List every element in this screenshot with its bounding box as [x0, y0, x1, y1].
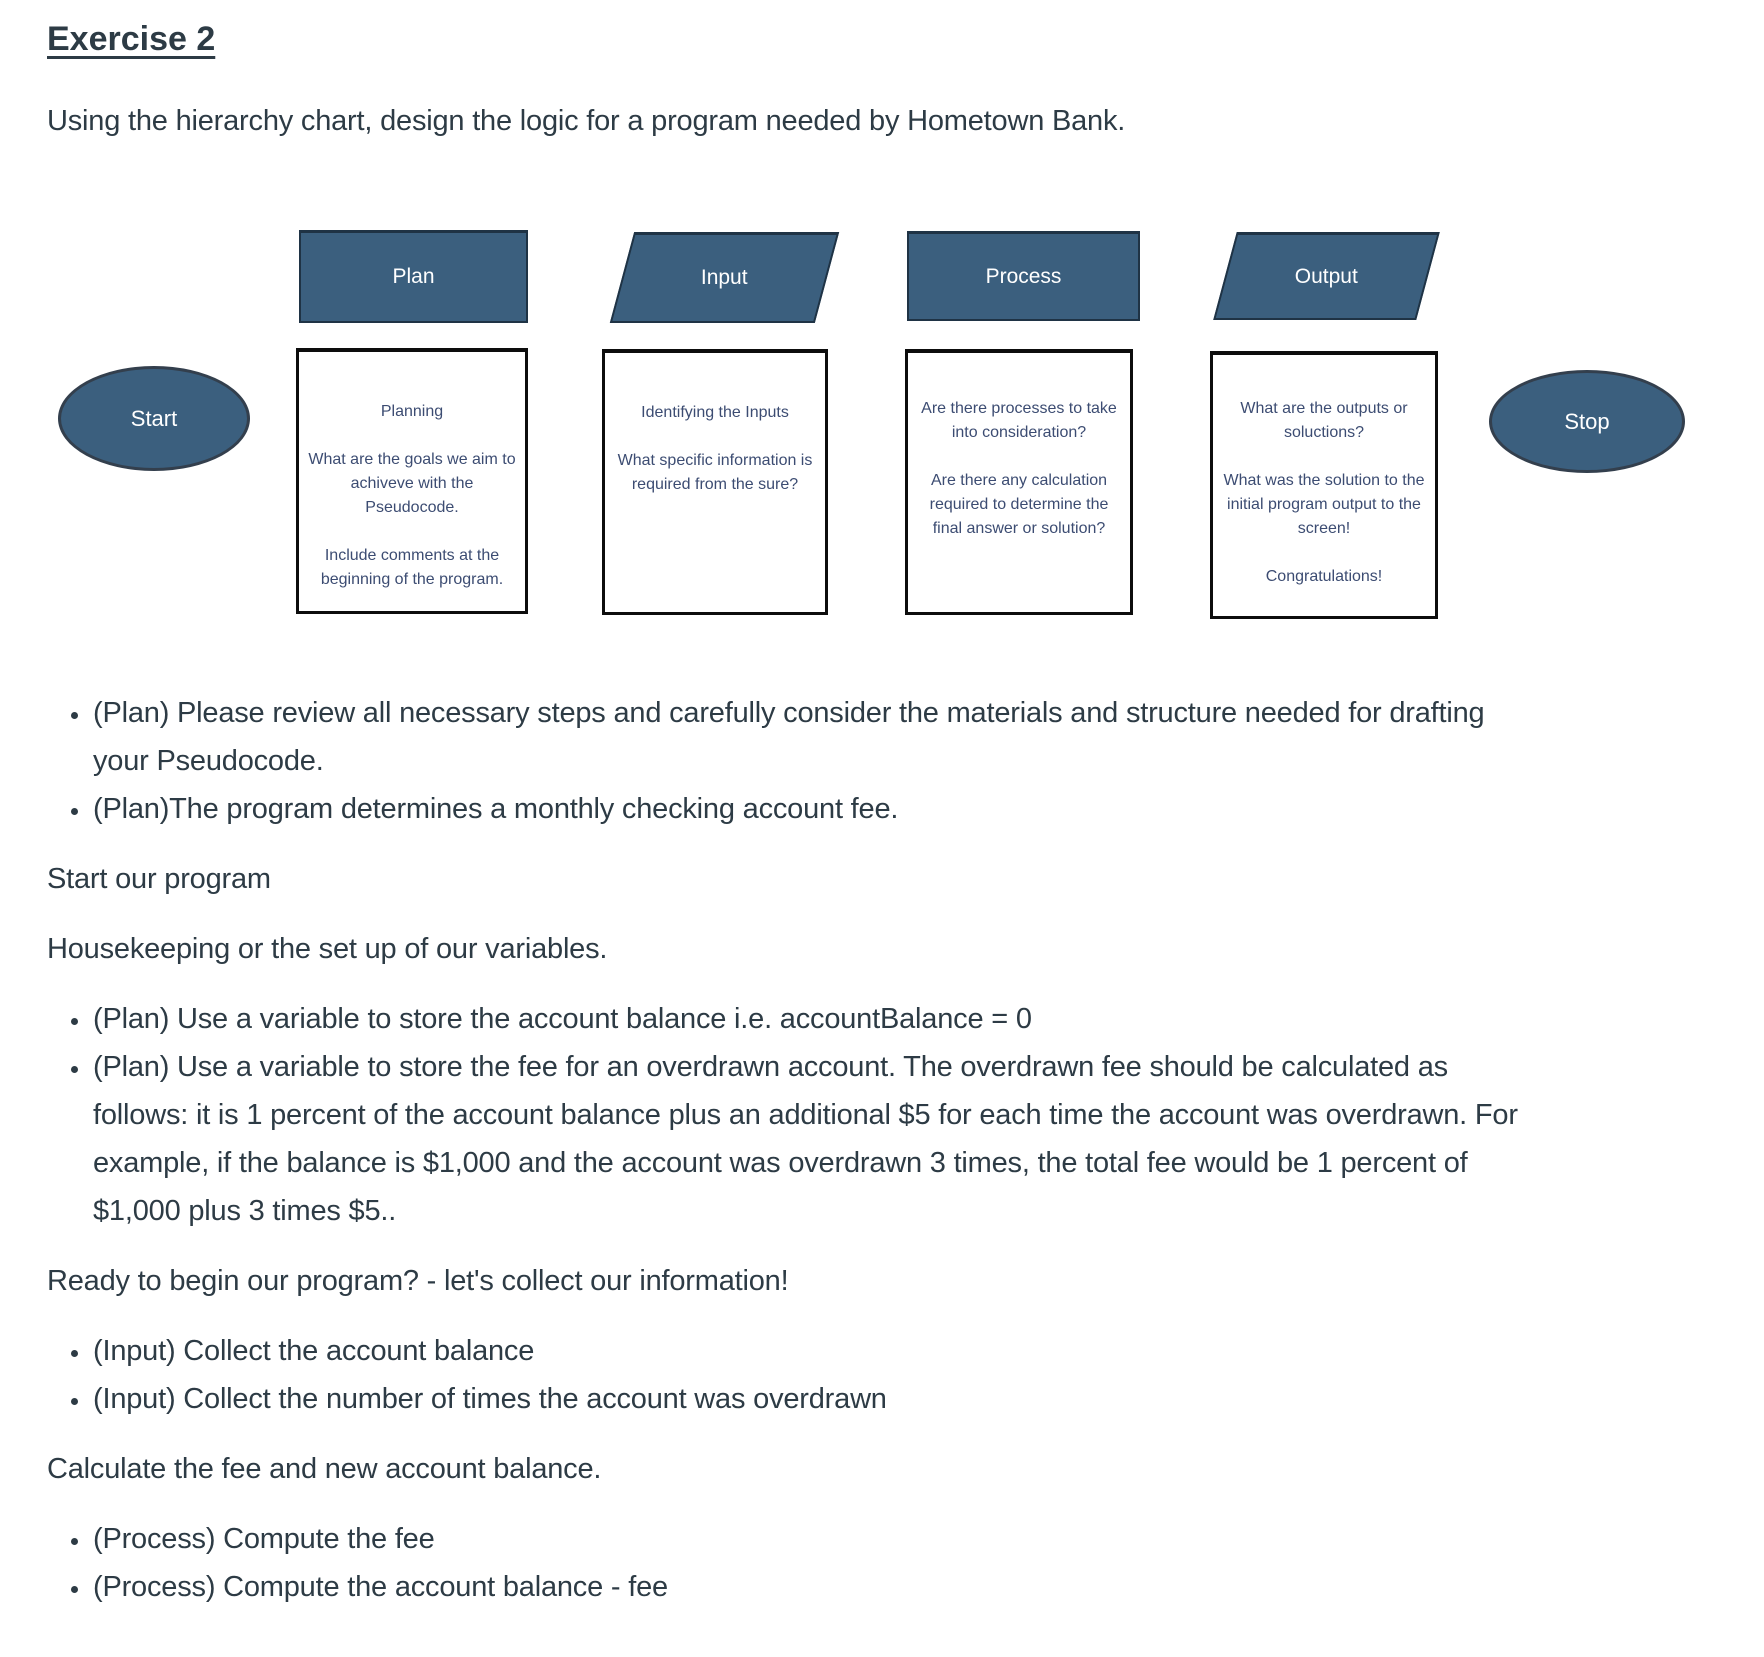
input-detail-box: Identifying the Inputs What specific inf…: [602, 349, 828, 615]
output-detail-box: What are the outputs or soluctions? What…: [1210, 351, 1438, 619]
process-header-label: Process: [985, 264, 1062, 288]
variables-bullet-list: (Plan) Use a variable to store the accou…: [47, 995, 1717, 1235]
list-item: (Plan) Please review all necessary steps…: [91, 689, 1541, 785]
plan-detail-text: Include comments at the beginning of the…: [320, 547, 504, 588]
intro-paragraph: Using the hierarchy chart, design the lo…: [47, 105, 1126, 137]
hierarchy-chart: Start Plan Input Process Output Planning…: [47, 230, 1717, 619]
list-item: (Plan)The program determines a monthly c…: [91, 785, 1541, 833]
list-item: (Plan) Use a variable to store the fee f…: [91, 1043, 1541, 1235]
output-detail-text: What was the solution to the initial pro…: [1223, 472, 1425, 537]
start-program-paragraph: Start our program: [47, 863, 271, 895]
process-detail-text: Are there processes to take into conside…: [921, 400, 1117, 441]
process-detail-box: Are there processes to take into conside…: [905, 349, 1133, 615]
output-header-shape: Output: [1213, 232, 1440, 320]
output-detail-text: Congratulations!: [1265, 568, 1383, 585]
process-detail-text: Are there any calculation required to de…: [929, 472, 1109, 537]
list-item: (Input) Collect the number of times the …: [91, 1375, 1541, 1423]
list-item: (Process) Compute the account balance - …: [91, 1563, 1541, 1611]
list-item: (Plan) Use a variable to store the accou…: [91, 995, 1541, 1043]
ready-paragraph: Ready to begin our program? - let's coll…: [47, 1265, 789, 1297]
input-header-label: Input: [701, 266, 748, 289]
stop-node: Stop: [1489, 370, 1685, 473]
plan-bullet-list: (Plan) Please review all necessary steps…: [47, 689, 1717, 833]
input-detail-text: What specific information is required fr…: [617, 452, 813, 493]
plan-detail-text: What are the goals we aim to achiveve wi…: [308, 451, 516, 516]
process-bullet-list: (Process) Compute the fee (Process) Comp…: [47, 1515, 1717, 1611]
output-header-label: Output: [1294, 264, 1358, 288]
input-detail-text: Identifying the Inputs: [641, 404, 789, 421]
output-detail-text: What are the outputs or soluctions?: [1240, 400, 1408, 441]
input-bullet-list: (Input) Collect the account balance (Inp…: [47, 1327, 1717, 1423]
list-item: (Process) Compute the fee: [91, 1515, 1541, 1563]
input-header-shape: Input: [609, 232, 840, 323]
list-item: (Input) Collect the account balance: [91, 1327, 1541, 1375]
page-title: Exercise 2: [47, 20, 216, 58]
start-node: Start: [58, 366, 250, 471]
plan-header-label: Plan: [392, 265, 435, 288]
housekeeping-paragraph: Housekeeping or the set up of our variab…: [47, 933, 608, 965]
plan-header-shape: Plan: [299, 230, 528, 323]
calculate-paragraph: Calculate the fee and new account balanc…: [47, 1453, 602, 1485]
plan-detail-box: Planning What are the goals we aim to ac…: [296, 348, 528, 614]
plan-detail-text: Planning: [380, 403, 444, 420]
process-header-shape: Process: [907, 231, 1140, 321]
